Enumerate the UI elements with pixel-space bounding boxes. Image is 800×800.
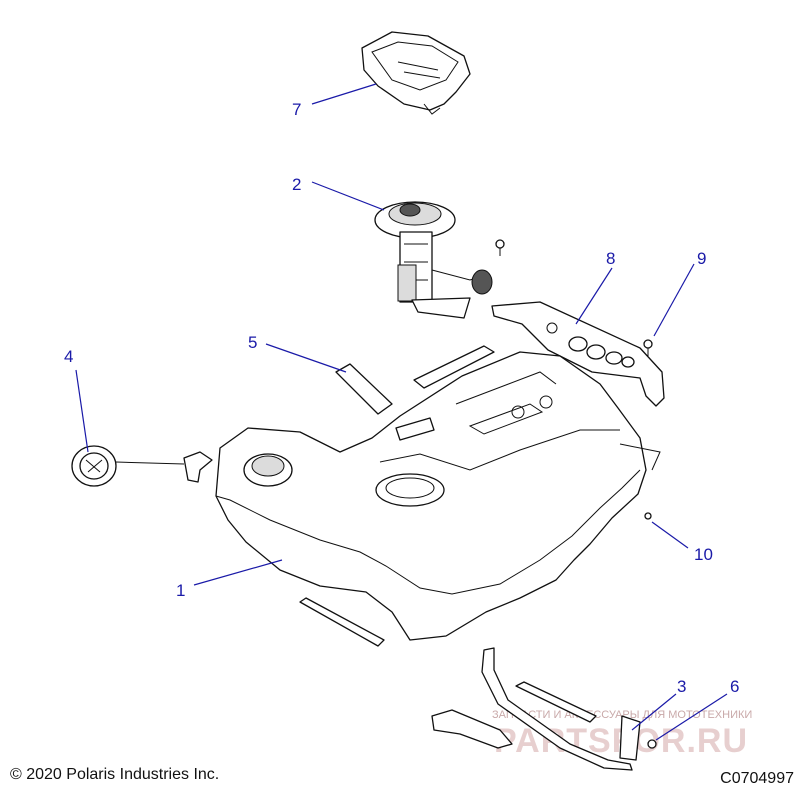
callout-1: 1 <box>176 581 185 600</box>
tank-top-pad <box>413 345 495 389</box>
leader-lines <box>75 83 728 741</box>
part-7-cover <box>361 31 471 115</box>
copyright-notice: © 2020 Polaris Industries Inc. <box>10 766 220 783</box>
part-10-nut <box>644 512 652 520</box>
part-2-fuel-pump <box>374 201 505 319</box>
callout-4: 4 <box>64 347 73 366</box>
callout-numbers: 1 2 3 4 5 6 7 8 9 10 <box>64 100 739 696</box>
callout-8: 8 <box>606 249 615 268</box>
part-8-bracket <box>491 301 665 407</box>
callout-9: 9 <box>697 249 706 268</box>
callout-7: 7 <box>292 100 301 119</box>
drawing-code: C0704997 <box>720 770 794 787</box>
callout-10: 10 <box>694 545 713 564</box>
part-9-bolt <box>643 339 653 356</box>
watermark-top-text: ЗАПЧАСТИ И АКСЕССУАРЫ ДЛЯ МОТОТЕХНИКИ <box>492 709 752 721</box>
callout-6: 6 <box>730 677 739 696</box>
part-6-bolt <box>647 739 657 749</box>
part-1-fuel-tank <box>215 351 661 641</box>
callout-5: 5 <box>248 333 257 352</box>
part-5-pad <box>335 363 393 415</box>
callout-2: 2 <box>292 175 301 194</box>
part-4-fuel-cap <box>71 445 213 487</box>
lower-strap <box>299 597 385 647</box>
callout-3: 3 <box>677 677 686 696</box>
